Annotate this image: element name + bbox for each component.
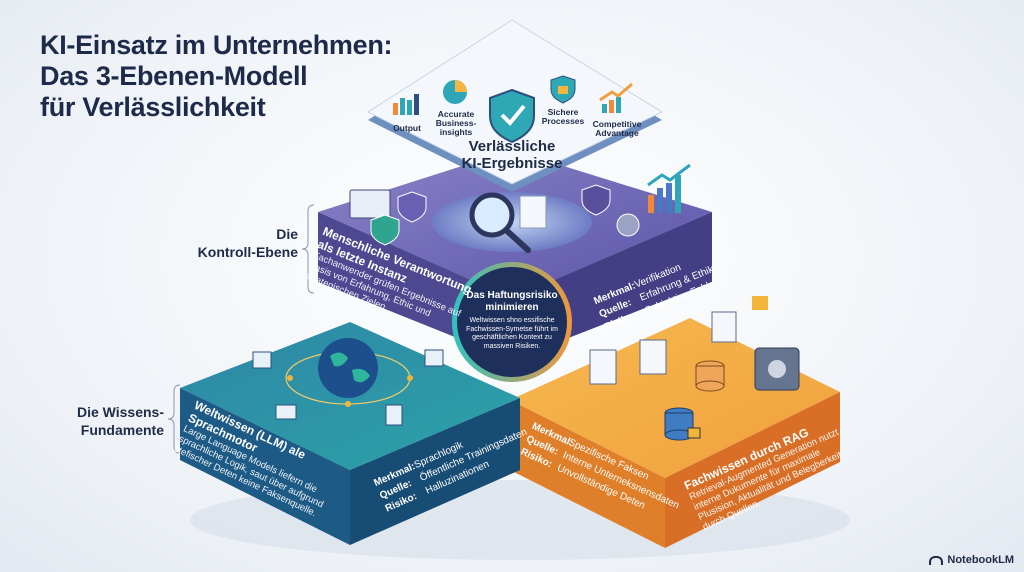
center-heading: Das Haftungsrisiko bbox=[466, 290, 558, 301]
control-level-label: Die Kontroll-Ebene bbox=[170, 225, 298, 261]
bar-chart-icon bbox=[393, 94, 419, 115]
center-text: Weltwissen shno essifische Fachwissen-Sy… bbox=[466, 317, 558, 350]
title-line: KI-Einsatz im Unternehmen: bbox=[40, 30, 393, 60]
growth-bars-icon bbox=[647, 163, 691, 213]
translate-icon bbox=[252, 351, 272, 369]
top-level-title: Verlässliche KI-Ergebnisse bbox=[432, 138, 592, 172]
magnifier-icon bbox=[469, 192, 515, 238]
icon-label-insights: Accurate Business-insights bbox=[435, 109, 477, 137]
label-line: Kontroll-Ebene bbox=[197, 244, 298, 260]
bracket-foundation bbox=[167, 384, 181, 454]
document-icon bbox=[639, 339, 667, 375]
top-title-line: Verlässliche bbox=[468, 138, 556, 155]
icon-label-output: Output bbox=[393, 123, 421, 133]
liability-text: Das Haftungsrisiko minimieren Weltwissen… bbox=[462, 290, 562, 351]
control-block bbox=[318, 150, 712, 360]
folder-icon bbox=[752, 296, 768, 310]
globe-network-icon bbox=[252, 338, 444, 426]
translate-icon bbox=[424, 349, 444, 367]
notebooklm-icon bbox=[929, 555, 944, 565]
icon-label-processes: Sichere Processes bbox=[541, 107, 585, 126]
title-line: Das 3-Ebenen-Modell bbox=[40, 61, 308, 91]
document-icon bbox=[519, 195, 547, 229]
top-title-line: KI-Ergebnisse bbox=[461, 155, 563, 172]
label-line: Die bbox=[276, 226, 298, 242]
lock-shield-icon bbox=[550, 75, 576, 104]
title-line: für Verlässlichkeit bbox=[40, 92, 266, 122]
liability-circle bbox=[452, 262, 572, 382]
document-icon bbox=[385, 404, 403, 426]
bracket-control bbox=[301, 204, 315, 294]
gear-user-icon bbox=[616, 213, 640, 237]
center-heading: minimieren bbox=[485, 302, 539, 313]
icon-label-advantage: Competitive Advantage bbox=[592, 119, 642, 138]
document-icon bbox=[711, 311, 737, 343]
chat-icon bbox=[275, 404, 297, 420]
label-line: Fundamente bbox=[80, 422, 164, 438]
growth-chart-icon bbox=[599, 82, 633, 113]
foundation-label: Die Wissens- Fundamente bbox=[30, 403, 164, 439]
document-icon bbox=[589, 349, 617, 385]
lock-icon bbox=[687, 427, 701, 439]
notebooklm-logo: NotebookLM bbox=[929, 554, 1014, 566]
data-storage-icons bbox=[589, 296, 800, 441]
page-title: KI-Einsatz im Unternehmen: Das 3-Ebenen-… bbox=[40, 30, 393, 123]
pie-chart-icon bbox=[443, 80, 467, 104]
justice-shield-icon bbox=[581, 184, 611, 216]
top-platform bbox=[366, 19, 664, 192]
shield-check-icon bbox=[397, 191, 427, 223]
shield-check-icon bbox=[370, 214, 400, 246]
logo-text: NotebookLM bbox=[947, 554, 1014, 566]
label-line: Die Wissens- bbox=[76, 404, 164, 420]
browser-search-icon bbox=[349, 189, 391, 219]
